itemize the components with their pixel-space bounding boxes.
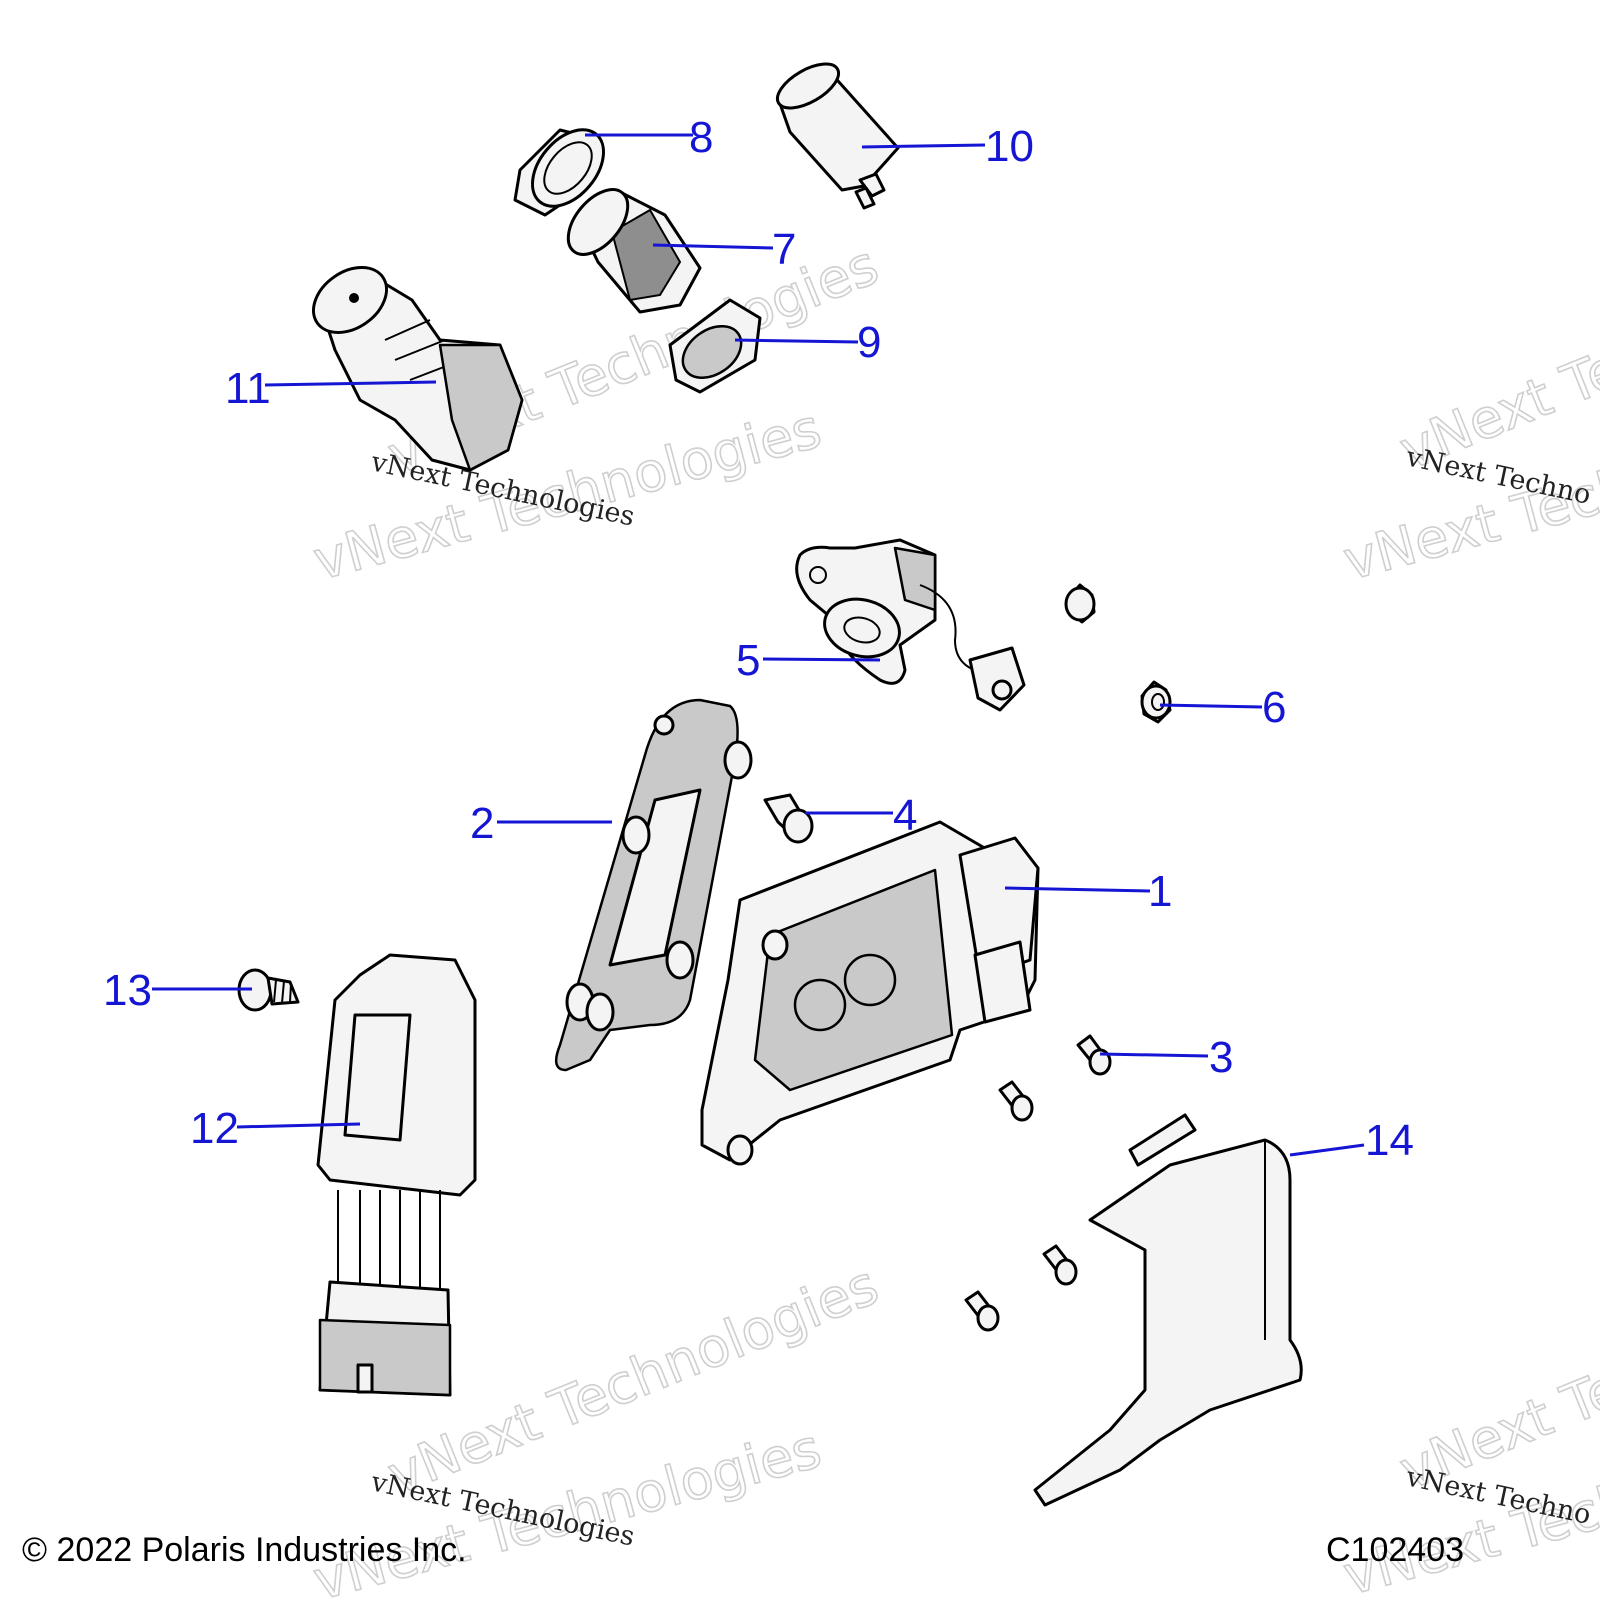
ecu-part xyxy=(700,820,1040,1166)
nut-part xyxy=(1064,583,1096,624)
nut-part xyxy=(1140,680,1172,724)
leader-line xyxy=(762,657,881,662)
callout-13: 13 xyxy=(103,966,152,1015)
leader-line xyxy=(1289,1143,1365,1157)
mounting-bracket-part xyxy=(554,698,753,1072)
callout-14: 14 xyxy=(1365,1116,1414,1165)
callout-labels: 1 2 3 4 5 6 7 8 9 10 11 12 13 14 xyxy=(103,113,1414,1165)
callout-9: 9 xyxy=(857,318,881,367)
push-rivet-part xyxy=(763,793,814,844)
cover-bracket-part xyxy=(1033,1113,1303,1507)
callout-6: 6 xyxy=(1262,683,1286,732)
callout-3: 3 xyxy=(1209,1033,1233,1082)
screw-part xyxy=(998,1080,1034,1122)
leader-lines xyxy=(152,133,1365,1157)
leader-line xyxy=(652,243,774,250)
callout-2: 2 xyxy=(470,799,494,848)
screw-part xyxy=(964,1290,1000,1332)
bezel-part xyxy=(668,298,762,394)
screw-part xyxy=(237,968,300,1012)
callout-5: 5 xyxy=(736,636,760,685)
callout-8: 8 xyxy=(689,113,713,162)
leader-line xyxy=(236,1122,361,1129)
switch-body-part xyxy=(566,188,702,314)
connector-part xyxy=(316,953,477,1397)
leader-line xyxy=(734,338,859,344)
watermark: vNext Technolo vNext Technolo vNext Tech… xyxy=(1336,269,1600,594)
copyright-text: © 2022 Polaris Industries Inc. xyxy=(22,1531,467,1569)
leader-line xyxy=(1099,1052,1209,1058)
drawing-id-text: C102403 xyxy=(1326,1531,1465,1569)
callout-12: 12 xyxy=(190,1104,239,1153)
screw-part xyxy=(1042,1244,1078,1286)
callout-1: 1 xyxy=(1148,867,1172,916)
relay-part xyxy=(775,62,900,210)
leader-line xyxy=(1004,886,1151,893)
callout-7: 7 xyxy=(772,225,796,274)
screw-part xyxy=(1076,1034,1112,1076)
leader-line xyxy=(1159,703,1263,709)
callout-11: 11 xyxy=(225,364,271,413)
leader-line xyxy=(861,143,986,149)
callout-10: 10 xyxy=(985,122,1034,171)
sensor-part xyxy=(795,538,1026,712)
leader-line xyxy=(264,380,437,387)
callout-4: 4 xyxy=(893,791,917,840)
lock-nut-part xyxy=(513,128,605,217)
key-switch-part xyxy=(312,266,524,472)
